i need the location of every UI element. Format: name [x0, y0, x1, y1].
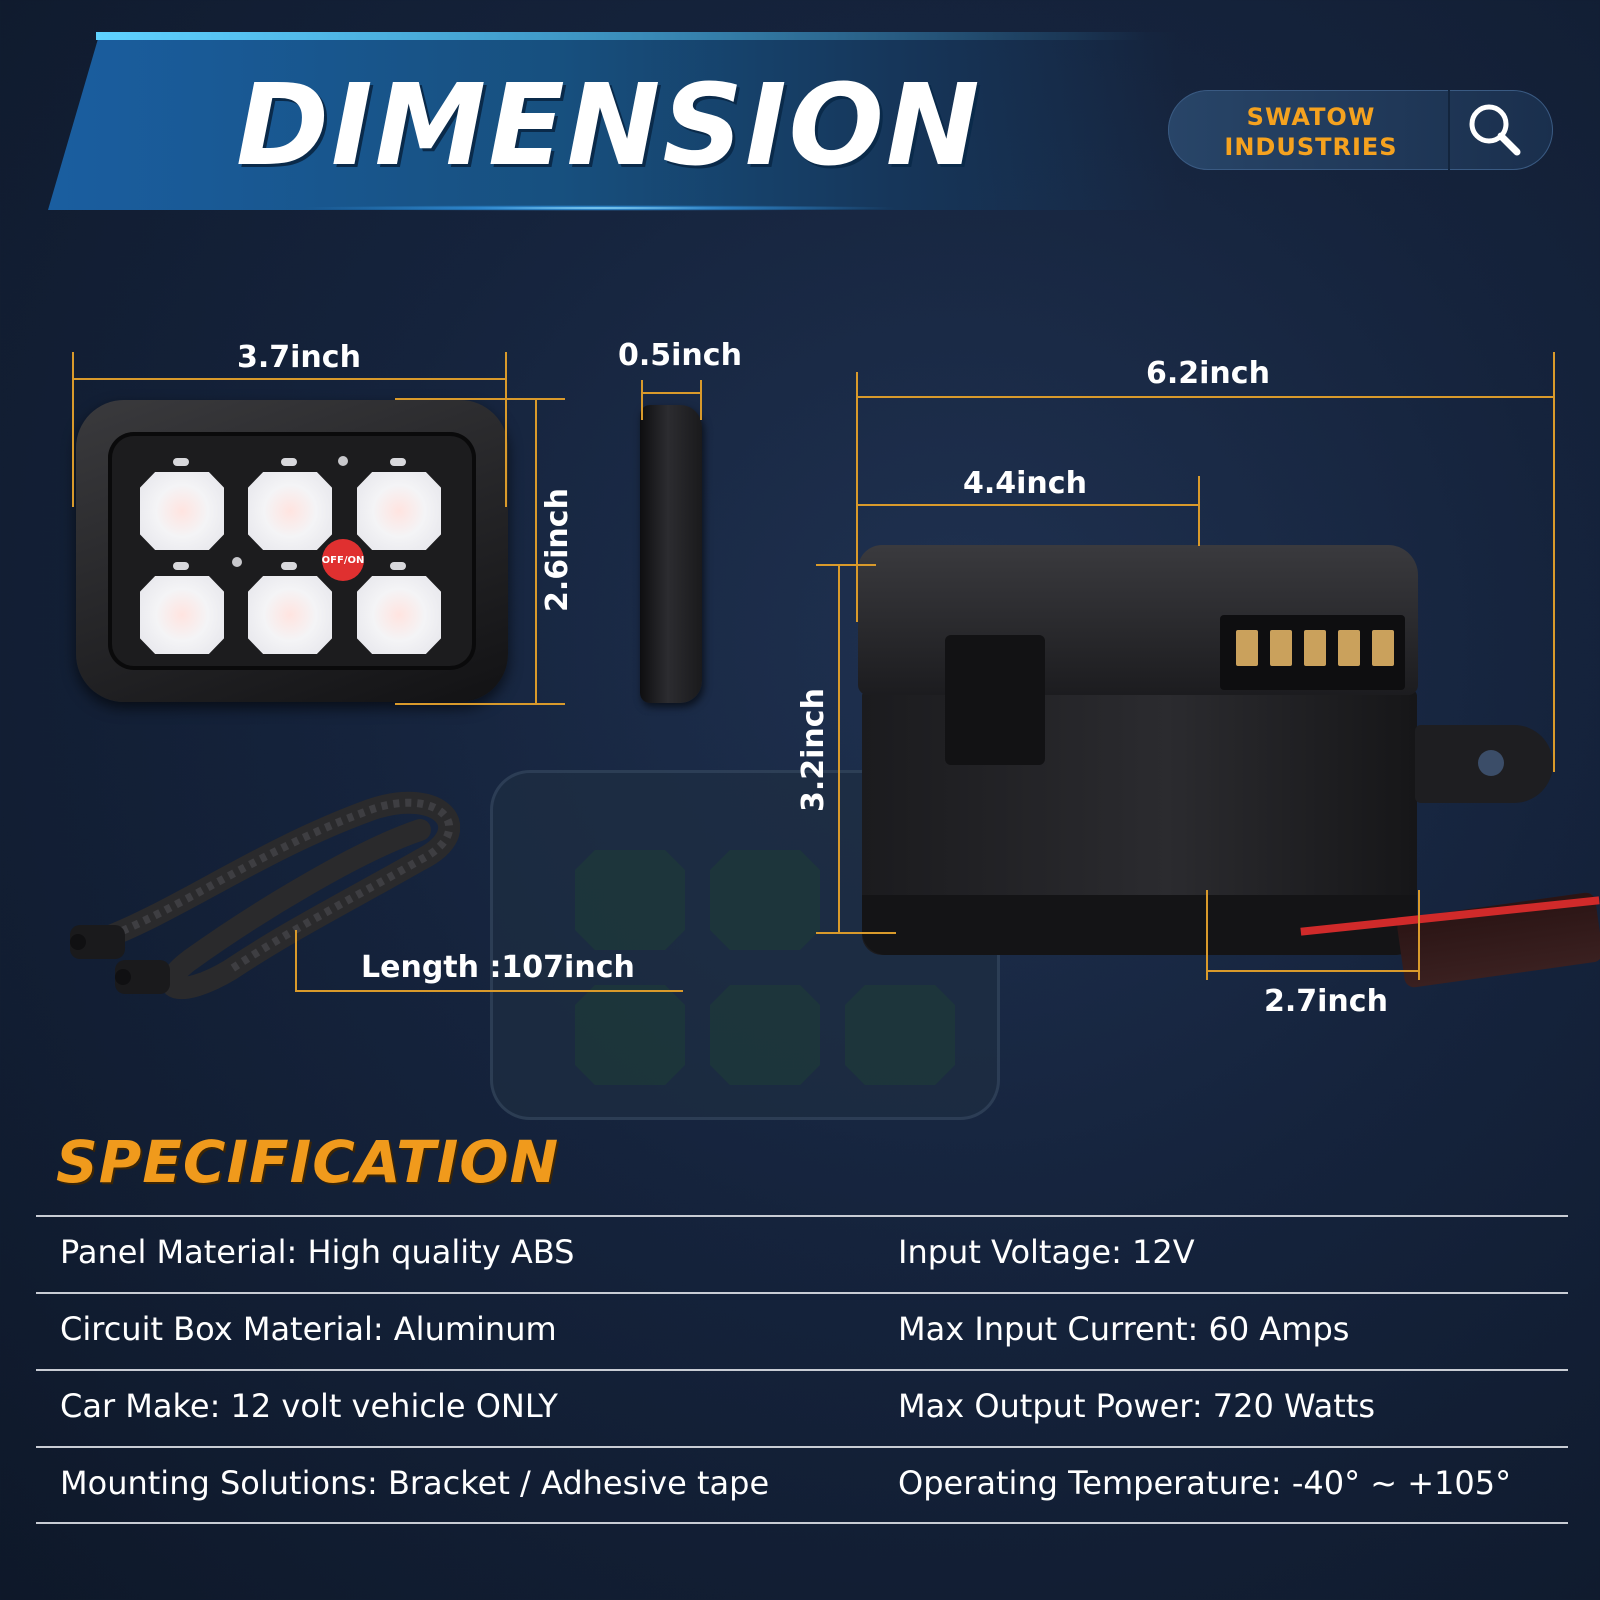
indicator-dot	[338, 456, 348, 466]
fuse	[1236, 630, 1258, 666]
dimension-line	[856, 396, 1555, 398]
spec-operating-temperature: Operating Temperature: -40° ~ +105°	[898, 1464, 1512, 1502]
spec-max-output-power: Max Output Power: 720 Watts	[898, 1387, 1376, 1425]
fuse	[1304, 630, 1326, 666]
indicator-light	[173, 562, 189, 570]
off-on-button[interactable]: OFF/ON	[322, 539, 364, 581]
brand-line-2: INDUSTRIES	[1224, 133, 1398, 161]
indicator-light	[281, 562, 297, 570]
fuse	[1338, 630, 1360, 666]
panel-switch-button-5[interactable]	[248, 576, 332, 654]
background-button	[845, 985, 955, 1085]
indicator-light	[390, 562, 406, 570]
spec-mounting-solutions: Mounting Solutions: Bracket / Adhesive t…	[60, 1464, 770, 1502]
circuit-box-latch	[945, 635, 1045, 765]
spec-max-input-current: Max Input Current: 60 Amps	[898, 1310, 1350, 1348]
header-banner	[48, 32, 1178, 210]
panel-switch-button-3[interactable]	[357, 472, 441, 550]
dimension-line	[641, 392, 702, 394]
panel-switch-button-1[interactable]	[140, 472, 224, 550]
spec-panel-material: Panel Material: High quality ABS	[60, 1233, 575, 1271]
dimension-line	[535, 398, 537, 705]
mounting-hole	[1478, 750, 1504, 776]
brand-line-1: SWATOW	[1246, 103, 1376, 131]
table-rule	[36, 1215, 1568, 1217]
panel-switch-button-6[interactable]	[357, 576, 441, 654]
spec-circuit-box-material: Circuit Box Material: Aluminum	[60, 1310, 557, 1348]
table-rule	[36, 1292, 1568, 1294]
dimension-guide	[1206, 890, 1208, 980]
dimension-guide	[505, 352, 507, 507]
spec-input-voltage: Input Voltage: 12V	[898, 1233, 1195, 1271]
dimension-guide	[700, 380, 702, 420]
dimension-guide	[395, 398, 565, 400]
dimension-guide	[816, 564, 876, 566]
dimension-line	[72, 378, 507, 380]
panel-width-label: 3.7inch	[237, 340, 361, 375]
background-button	[710, 850, 820, 950]
panel-switch-button-4[interactable]	[140, 576, 224, 654]
brand-badge[interactable]	[1168, 90, 1553, 170]
panel-depth-label: 0.5inch	[618, 338, 742, 373]
dimension-guide	[1553, 352, 1555, 772]
box-height-label: 3.2inch	[796, 688, 831, 812]
background-button	[575, 850, 685, 950]
dimension-guide	[1418, 890, 1420, 980]
table-rule	[36, 1522, 1568, 1524]
dimension-line	[1206, 970, 1420, 972]
background-button	[575, 985, 685, 1085]
box-body-width-label: 4.4inch	[963, 466, 1087, 501]
dimension-guide	[295, 930, 297, 990]
dimension-guide	[816, 932, 896, 934]
table-rule	[36, 1446, 1568, 1448]
brand-logo: SWATOW INDUSTRIES	[1196, 102, 1426, 162]
header-glow	[300, 205, 900, 211]
background-button	[710, 985, 820, 1085]
dimension-guide	[395, 703, 565, 705]
cable-length-label: Length :107inch	[361, 950, 635, 985]
brand-divider	[1448, 90, 1450, 170]
extension-cable-image	[70, 791, 460, 1000]
dimension-line	[856, 504, 1200, 506]
spec-car-make: Car Make: 12 volt vehicle ONLY	[60, 1387, 558, 1425]
fuse	[1372, 630, 1394, 666]
dimension-guide	[641, 380, 643, 420]
search-icon[interactable]	[1463, 98, 1525, 160]
page-title: DIMENSION	[236, 61, 982, 191]
panel-switch-button-2[interactable]	[248, 472, 332, 550]
box-total-width-label: 6.2inch	[1146, 356, 1270, 391]
indicator-light	[281, 458, 297, 466]
fuse	[1270, 630, 1292, 666]
indicator-dot	[232, 557, 242, 567]
indicator-light	[390, 458, 406, 466]
dimension-guide	[856, 372, 858, 622]
dimension-guide	[72, 352, 74, 507]
specification-title: SPECIFICATION	[56, 1128, 560, 1196]
dimension-guide	[1198, 476, 1200, 546]
indicator-light	[173, 458, 189, 466]
dimension-line	[295, 990, 683, 992]
dimension-line	[838, 564, 840, 934]
header-banner-edge	[96, 32, 1146, 40]
box-depth-label: 2.7inch	[1264, 984, 1388, 1019]
table-rule	[36, 1369, 1568, 1371]
panel-height-label: 2.6inch	[540, 488, 575, 612]
panel-side-view	[640, 405, 702, 703]
